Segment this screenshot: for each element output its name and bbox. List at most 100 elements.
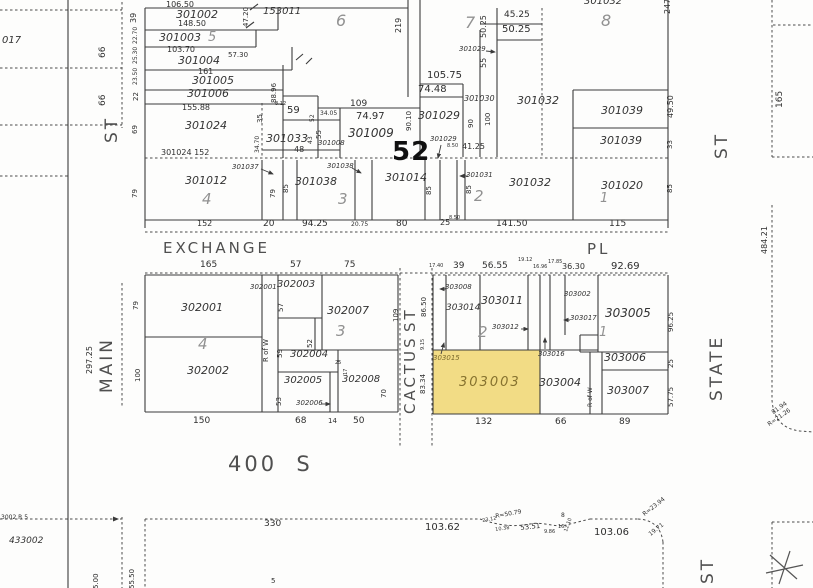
map-label: 22 xyxy=(132,92,140,101)
map-label: 20 xyxy=(263,219,275,229)
map-label: 103.06 xyxy=(594,527,629,538)
map-label: 155.88 xyxy=(182,103,210,112)
map-label: 55 xyxy=(315,130,323,139)
parcel-label-302006: 302006 xyxy=(296,399,323,407)
map-label: 5 xyxy=(271,577,276,585)
parcel-label-303017: 303017 xyxy=(570,314,597,322)
map-label: 86.50 xyxy=(420,296,428,317)
parcel-label-301004: 301004 xyxy=(178,54,220,67)
map-label: 57.30 xyxy=(228,51,249,59)
map-label: 68 xyxy=(295,416,307,426)
map-label: 70 xyxy=(380,389,388,398)
callout-arrows xyxy=(260,49,570,407)
map-label: 4 xyxy=(202,190,212,208)
parcel-label-301002: 301002 xyxy=(176,8,218,21)
parcel-label-301003: 301003 xyxy=(159,31,201,44)
parcel-label-301029: 301029 xyxy=(418,109,460,122)
map-label: 83.34 xyxy=(419,373,427,394)
parcel-label-301032: 301032 xyxy=(584,0,623,7)
map-label: 35 xyxy=(256,114,264,123)
map-label: 55 xyxy=(479,57,488,68)
map-label: 132 xyxy=(475,417,493,427)
map-label: 45.25 xyxy=(504,10,530,20)
map-label: 33 xyxy=(666,140,674,149)
map-label: 2 xyxy=(474,187,484,205)
map-label: 39 xyxy=(453,261,465,271)
map-label: 16 xyxy=(558,524,565,530)
map-label: 19.12 xyxy=(518,257,533,263)
map-label: 8.50 xyxy=(449,215,461,221)
map-label: 39 xyxy=(129,12,138,23)
map-label: 152 xyxy=(197,219,213,228)
parcel-label-153011: 153011 xyxy=(263,6,302,17)
map-label: 303015 xyxy=(433,354,460,362)
parcel-label-302005: 302005 xyxy=(284,375,323,386)
street-cactus-label: CACTUS xyxy=(401,335,419,414)
map-label: 74.97 xyxy=(356,111,385,122)
map-label: 141.50 xyxy=(496,219,528,229)
map-label: 17.40 xyxy=(429,263,444,269)
parcel-label-303002: 303002 xyxy=(564,290,591,298)
street-exchange-pl-label: PL xyxy=(587,240,611,258)
map-label: 219 xyxy=(394,17,403,33)
parcel-label-303005: 303005 xyxy=(605,306,651,320)
map-label: 165 xyxy=(775,90,785,108)
map-label: 92.69 xyxy=(611,261,640,272)
parcel-label-303011: 303011 xyxy=(481,294,523,307)
map-label: R of W xyxy=(587,387,594,407)
map-label: 484.21 xyxy=(760,226,769,254)
parcel-label-303014: 303014 xyxy=(446,303,481,313)
street-main-label: MAIN xyxy=(97,336,117,393)
map-label: 8.12 xyxy=(275,101,287,107)
street-state-st-bottom-label: ST xyxy=(698,556,718,584)
map-label: 5 xyxy=(208,30,217,45)
map-label: 109 xyxy=(392,308,400,322)
map-label: 100 xyxy=(484,112,492,126)
parcel-label-301031: 301031 xyxy=(466,171,493,179)
street-exchange-label: EXCHANGE xyxy=(163,239,270,257)
map-label: 75 xyxy=(344,260,356,270)
parcel-label-301039: 301039 xyxy=(600,134,642,147)
highlighted-parcel-303003[interactable] xyxy=(433,350,540,414)
parcel-label-301037: 301037 xyxy=(232,163,259,171)
parcel-label-301009: 301009 xyxy=(348,126,394,140)
map-label: 50 xyxy=(353,416,365,426)
map-label: 9.86 xyxy=(544,529,556,535)
map-label: 109 xyxy=(350,99,368,109)
parcel-303003-label[interactable]: 303003 xyxy=(459,375,521,390)
map-label: 94.25 xyxy=(302,219,328,229)
map-label: 90 xyxy=(467,119,475,128)
parcel-label-302004: 302004 xyxy=(290,349,329,360)
map-label: 36.30 xyxy=(562,262,585,271)
map-label: 14 xyxy=(328,417,337,425)
map-label: 85 xyxy=(282,184,290,193)
street-cactus-st-label: ST xyxy=(401,307,419,332)
map-label: 96.25 xyxy=(667,311,675,332)
map-label: 79 xyxy=(132,301,140,310)
map-label: 106.50 xyxy=(166,0,194,9)
map-label: 20.75 xyxy=(351,221,369,228)
map-label: 48 xyxy=(294,145,305,154)
parcel-label-301024: 301024 xyxy=(185,119,227,132)
parcel-label-301014: 301014 xyxy=(385,171,427,184)
parcel-label-302002: 302002 xyxy=(187,364,229,377)
map-label: 3 xyxy=(336,322,346,340)
parcel-label-301006: 301006 xyxy=(187,87,229,100)
handwritten-mark xyxy=(765,550,804,585)
map-label: 43 xyxy=(307,136,314,144)
map-label: 85 xyxy=(425,186,433,195)
map-label: 57 xyxy=(290,260,302,270)
map-label: 23.50 xyxy=(132,67,139,85)
parcel-label-303016: 303016 xyxy=(538,350,565,358)
parcel-label-302003: 302003 xyxy=(277,279,316,290)
map-label: 297.25 xyxy=(85,346,94,374)
map-label: 25 xyxy=(335,360,342,366)
map-label: 22.70 xyxy=(132,26,139,44)
map-label: 41.25 xyxy=(462,142,485,151)
parcel-label-301039: 301039 xyxy=(601,104,643,117)
map-label: 150 xyxy=(193,416,211,426)
map-label: 85 xyxy=(666,184,674,193)
map-label: 8 xyxy=(601,11,612,30)
parcel-label-301012: 301012 xyxy=(185,174,227,187)
